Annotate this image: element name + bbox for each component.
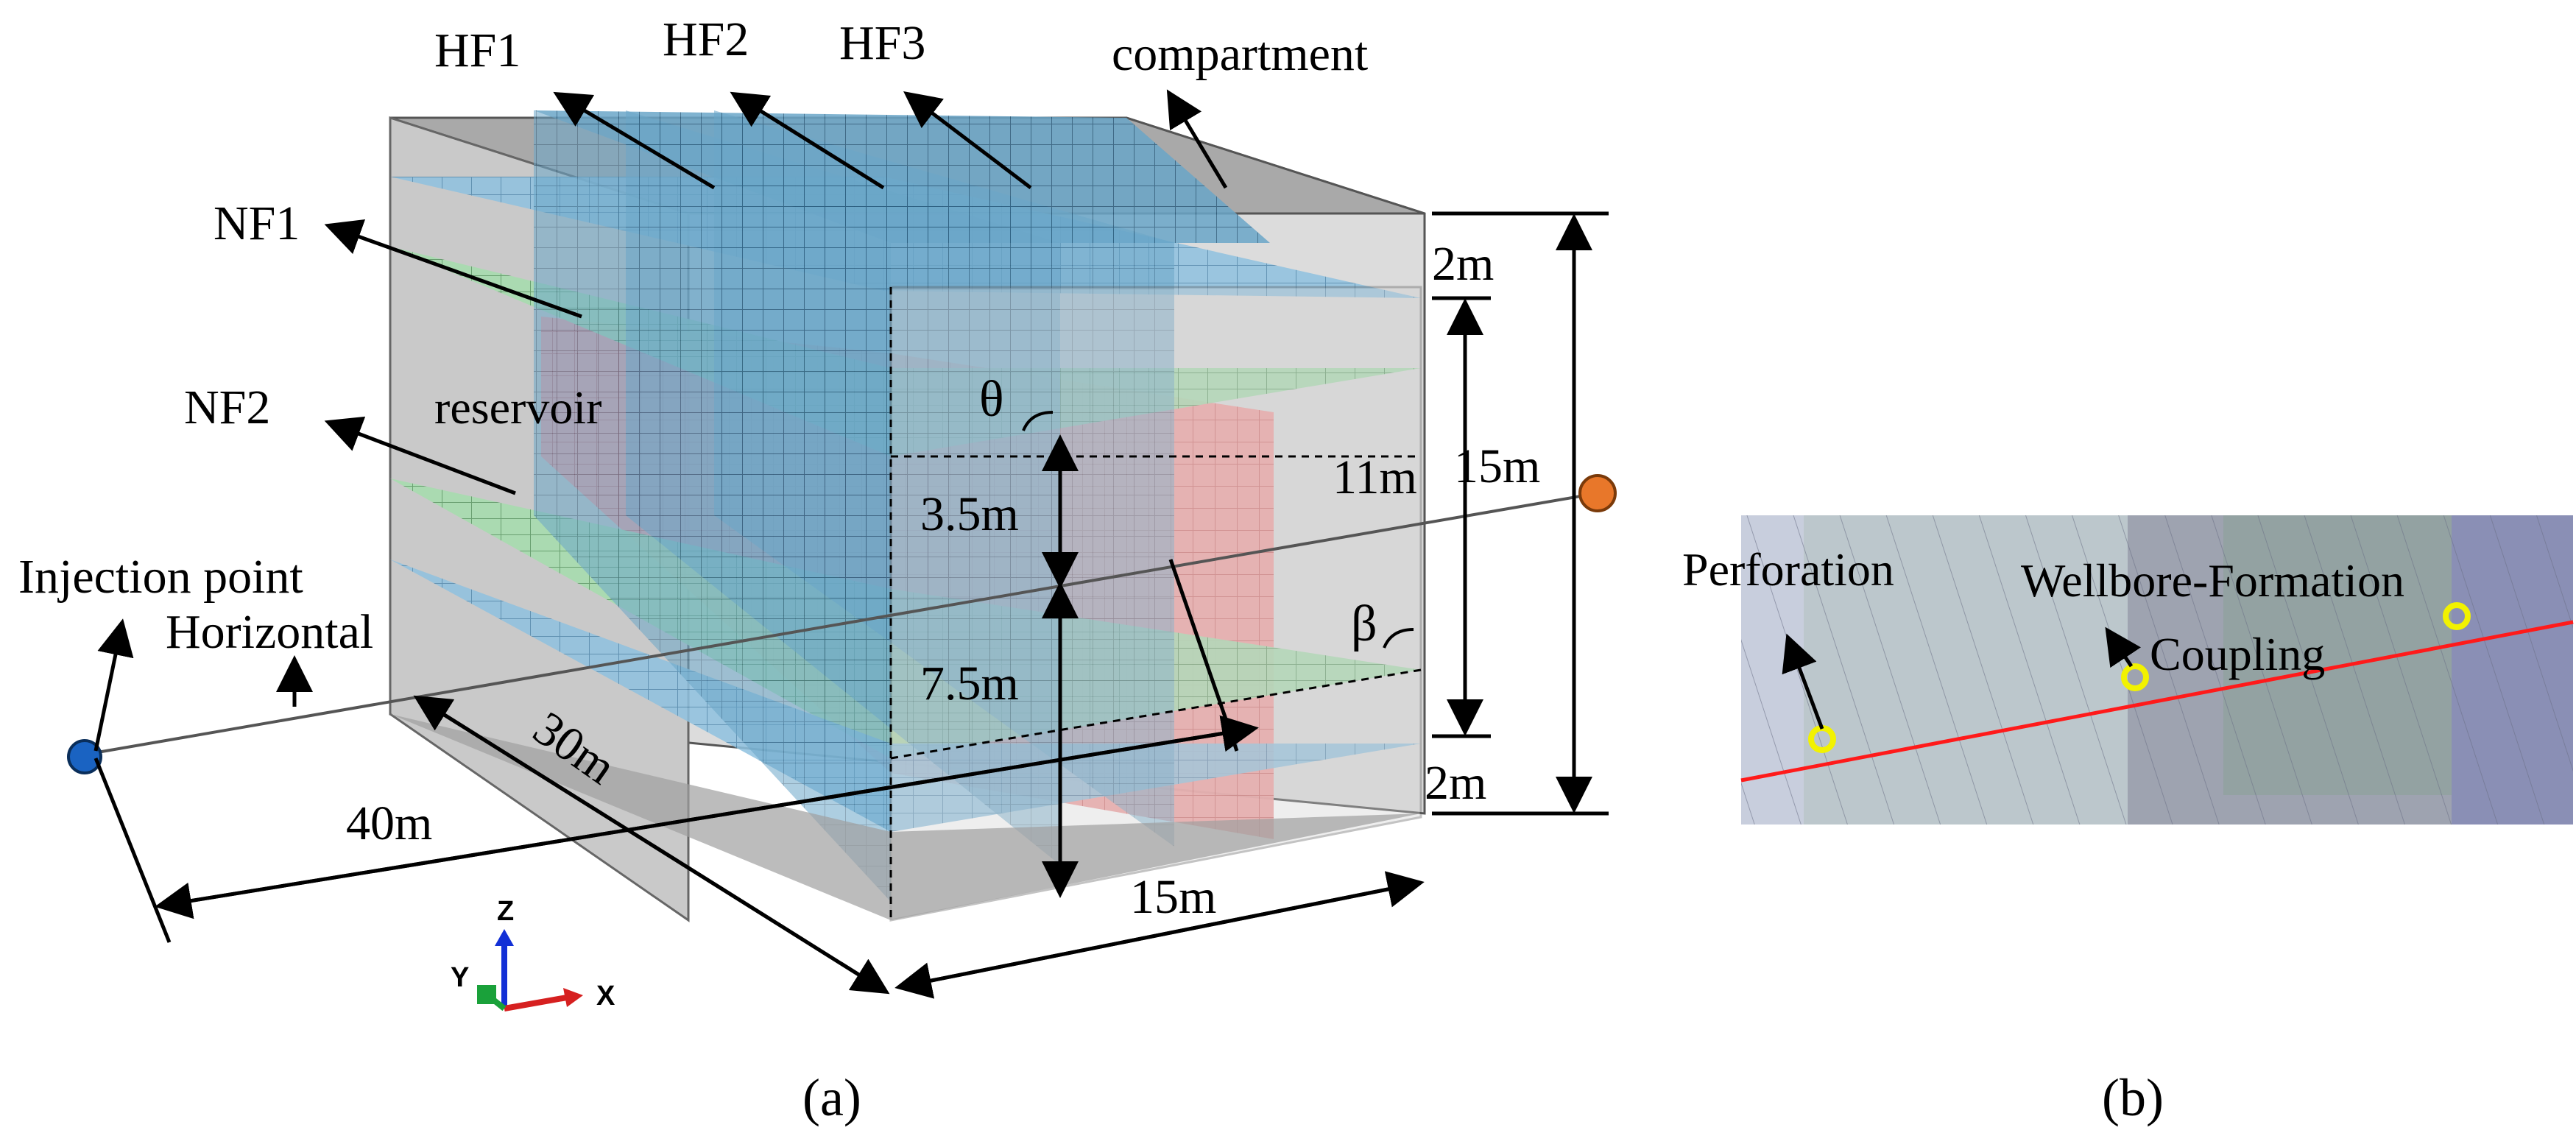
panel-a: HF1 HF2 HF3 compartment NF1 NF2 reservoi…: [18, 13, 1617, 1127]
svg-text:2m: 2m: [1425, 756, 1486, 810]
svg-text:HF1: HF1: [434, 24, 521, 77]
beta-label: β: [1351, 596, 1377, 652]
svg-text:Horizontal: Horizontal: [166, 605, 373, 659]
svg-text:7.5m: 7.5m: [920, 657, 1019, 710]
coupling-label: Coupling: [2150, 628, 2325, 680]
wellbore-formation-label: Wellbore-Formation: [2021, 554, 2404, 607]
svg-text:(a): (a): [802, 1068, 861, 1127]
caption-b: (b): [2102, 1068, 2164, 1127]
svg-text:reservoir: reservoir: [434, 381, 601, 434]
svg-text:β: β: [1351, 596, 1377, 652]
leader-arrows: [93, 89, 1228, 752]
svg-text:Perforation: Perforation: [1682, 543, 1894, 596]
hidden-edges: [889, 287, 1422, 920]
injection-point-marker: [67, 739, 102, 774]
svg-text:X: X: [596, 981, 615, 1011]
panel-b-arrows: [1782, 626, 2141, 730]
svg-text:3.5m: 3.5m: [920, 487, 1019, 541]
svg-text:HF2: HF2: [663, 13, 749, 66]
svg-text:15m: 15m: [1130, 870, 1216, 924]
theta-arc: [1022, 411, 1054, 431]
svg-text:15m: 15m: [1454, 439, 1540, 493]
perforation-marker-3: [2443, 602, 2471, 630]
dim-lower-gap: 7.5m: [920, 657, 1019, 710]
reservoir-label: reservoir: [434, 381, 601, 434]
x-axis-label: X: [596, 981, 615, 1011]
dimension-lines: [93, 211, 1609, 999]
horizontal-label: Horizontal: [166, 605, 373, 659]
dim-middle: 11m: [1333, 451, 1417, 504]
nf1-label: NF1: [214, 197, 300, 250]
compartment-front-face: [889, 286, 1422, 922]
dim-top-layer: 2m: [1432, 237, 1494, 291]
svg-text:(b): (b): [2102, 1068, 2164, 1127]
beta-arc: [1383, 628, 1414, 649]
compartment-bottom-face: [390, 714, 1421, 920]
injection-point-label: Injection point: [18, 550, 303, 604]
svg-text:HF3: HF3: [839, 16, 925, 70]
dim-length: 40m: [346, 797, 432, 850]
dim-bottom-layer: 2m: [1425, 756, 1486, 810]
svg-text:Injection point: Injection point: [18, 550, 303, 604]
hf1-label: HF1: [434, 24, 521, 77]
far-end-marker: [1578, 474, 1617, 512]
z-axis-label: Z: [497, 896, 514, 927]
hf-top-strip: [534, 110, 1270, 243]
axis-triad: Z Y X: [451, 896, 615, 1011]
svg-text:40m: 40m: [346, 797, 432, 850]
hf3-label: HF3: [839, 16, 925, 70]
panel-b-hatch: [1741, 515, 2573, 825]
svg-text:Wellbore-Formation: Wellbore-Formation: [2021, 554, 2404, 607]
svg-text:Coupling: Coupling: [2150, 628, 2325, 680]
svg-text:θ: θ: [979, 371, 1004, 428]
wellbore-red-line: [1740, 620, 2574, 783]
svg-text:Z: Z: [497, 896, 514, 927]
dim-width: 15m: [1130, 870, 1216, 924]
compartment-label: compartment: [1112, 27, 1368, 81]
svg-text:NF1: NF1: [214, 197, 300, 250]
svg-text:NF2: NF2: [184, 381, 270, 434]
svg-text:11m: 11m: [1333, 451, 1417, 504]
y-axis-label: Y: [451, 962, 469, 993]
caption-a: (a): [802, 1068, 861, 1127]
perforation-label: Perforation: [1682, 543, 1894, 596]
svg-text:2m: 2m: [1432, 237, 1494, 291]
theta-label: θ: [979, 371, 1004, 428]
hf2-label: HF2: [663, 13, 749, 66]
dim-total-height: 15m: [1454, 439, 1540, 493]
horizontal-wellbore: [84, 492, 1598, 756]
dim-upper-gap: 3.5m: [920, 487, 1019, 541]
svg-text:compartment: compartment: [1112, 27, 1368, 81]
nf2-label: NF2: [184, 381, 270, 434]
panel-b: Perforation Wellbore-Formation Coupling …: [1682, 515, 2574, 1127]
svg-text:Y: Y: [451, 962, 469, 993]
